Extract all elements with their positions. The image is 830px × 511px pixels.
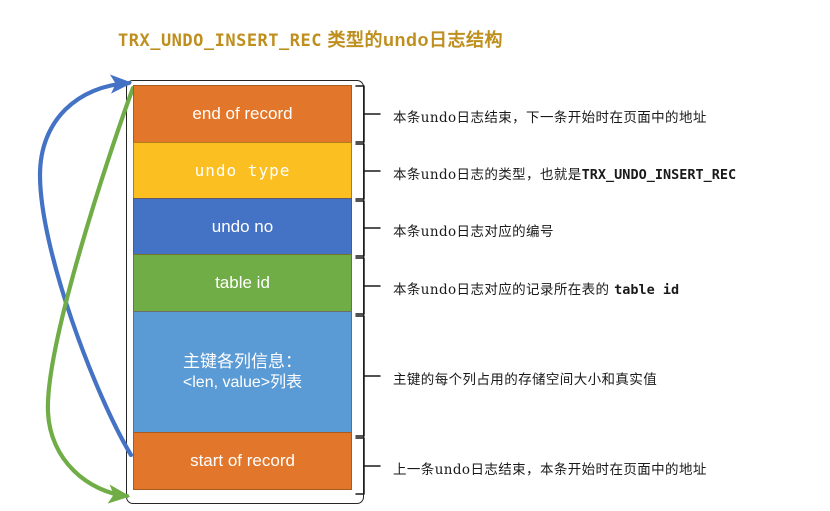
annotation-text: 本条undo日志的类型，也就是 <box>393 167 582 183</box>
field-start-of-record: start of record <box>133 432 352 490</box>
annotation-undo-no: 本条undo日志对应的编号 <box>393 220 554 240</box>
arrow-next-record-link <box>45 85 136 504</box>
field-table-id: table id <box>133 254 352 312</box>
annotation-start-of-record: 上一条undo日志结束，本条开始时在页面中的地址 <box>393 458 707 478</box>
annotation-text: 本条undo日志结束，下一条开始时在页面中的地址 <box>393 110 707 126</box>
field-stack: end of record undo type undo no table id… <box>133 85 352 490</box>
title-rest: 类型的undo日志结构 <box>321 30 503 50</box>
title-code: TRX_UNDO_INSERT_REC <box>118 31 322 51</box>
arrow-prev-record-link <box>37 74 134 458</box>
annotation-text: 上一条undo日志结束，本条开始时在页面中的地址 <box>393 462 707 478</box>
field-undo-type: undo type <box>133 142 352 199</box>
field-label-line2: <len, value>列表 <box>182 373 303 391</box>
field-label: table id <box>215 273 270 293</box>
field-undo-no: undo no <box>133 198 352 255</box>
annotation-text: 本条undo日志对应的记录所在表的 <box>393 282 615 298</box>
field-end-of-record: end of record <box>133 85 352 143</box>
field-label: undo no <box>211 216 274 236</box>
field-primary-key-columns: 主键各列信息： <len, value>列表 <box>133 311 352 433</box>
annotation-text: 主键的每个列占用的存储空间大小和真实值 <box>393 372 658 388</box>
field-label: start of record <box>190 451 295 471</box>
field-label-line1: 主键各列信息： <box>183 352 302 372</box>
field-label: undo type <box>194 160 291 180</box>
annotation-text: 本条undo日志对应的编号 <box>393 224 554 240</box>
annotation-end-of-record: 本条undo日志结束，下一条开始时在页面中的地址 <box>393 106 707 126</box>
annotation-code: TRX_UNDO_INSERT_REC <box>581 167 737 183</box>
annotation-code: table id <box>614 282 680 298</box>
field-label: end of record <box>192 104 293 124</box>
page-title: TRX_UNDO_INSERT_REC 类型的undo日志结构 <box>118 26 503 52</box>
annotation-primary-key-columns: 主键的每个列占用的存储空间大小和真实值 <box>393 368 657 388</box>
annotation-table-id: 本条undo日志对应的记录所在表的 table id <box>393 278 679 298</box>
annotation-undo-type: 本条undo日志的类型，也就是TRX_UNDO_INSERT_REC <box>393 163 736 183</box>
